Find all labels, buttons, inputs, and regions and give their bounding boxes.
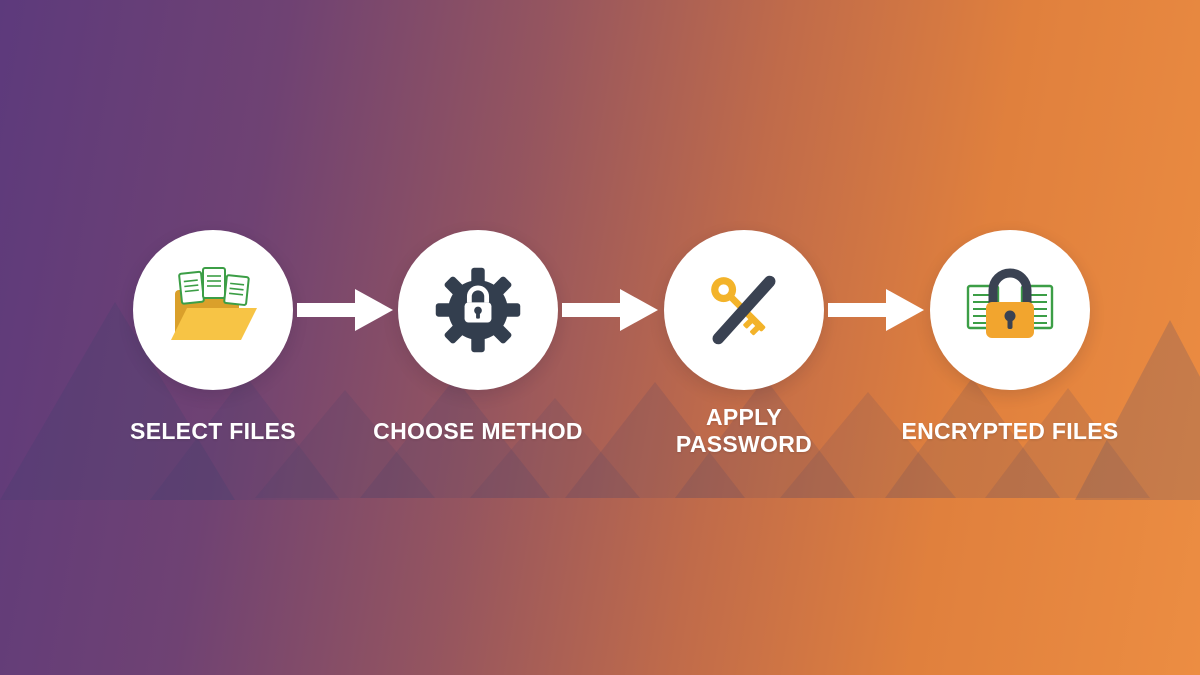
triangle-decoration	[780, 392, 956, 498]
padlock-files-icon	[966, 268, 1054, 338]
triangle-decoration	[565, 382, 745, 498]
step-4-label: ENCRYPTED FILES	[901, 417, 1119, 444]
triangle-decoration	[0, 302, 235, 500]
step-2-label: CHOOSE METHOD	[373, 417, 583, 444]
triangle-decoration	[885, 378, 1060, 498]
step-3-label: APPLY PASSWORD	[675, 404, 813, 457]
triangle-decoration	[1075, 320, 1200, 500]
gear-lock-icon	[435, 267, 521, 353]
step-4-circle	[930, 230, 1090, 390]
triangle-decoration	[470, 398, 640, 498]
triangle-decoration	[985, 388, 1150, 498]
step-1-label: SELECT FILES	[130, 417, 296, 444]
folder-with-files-icon	[171, 267, 257, 340]
flow-arrow	[828, 289, 924, 331]
step-1-circle	[133, 230, 293, 390]
key-icon	[711, 275, 776, 345]
triangle-decoration	[675, 378, 855, 498]
triangle-decoration	[150, 375, 340, 500]
step-3-circle	[664, 230, 824, 390]
triangle-decoration	[255, 390, 435, 498]
flow-arrow	[562, 289, 658, 331]
triangle-decoration	[360, 378, 550, 498]
step-2-circle	[398, 230, 558, 390]
flow-arrow	[297, 289, 393, 331]
